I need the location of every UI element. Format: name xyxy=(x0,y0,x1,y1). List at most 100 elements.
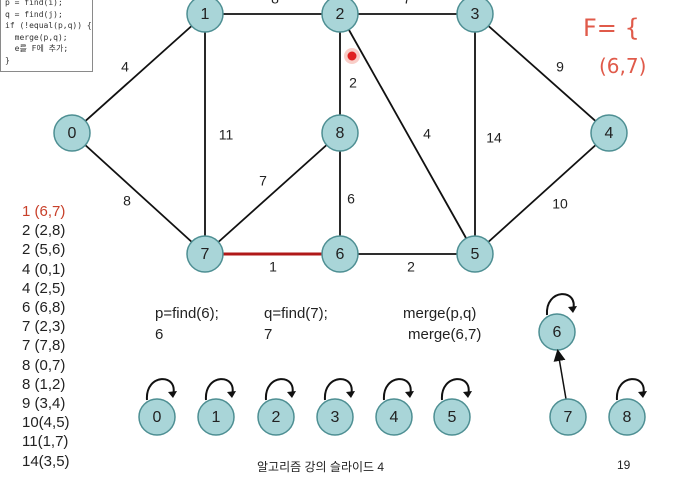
edge-weight: 9 xyxy=(556,59,564,75)
self-loop-arrowhead xyxy=(463,391,472,398)
graph-node-label: 2 xyxy=(336,6,345,23)
sorted-edge-list: 1 (6,7)2 (2,8)2 (5,6)4 (0,1)4 (2,5)6 (6,… xyxy=(22,202,70,471)
graph-node-8 xyxy=(321,114,359,152)
self-loop xyxy=(145,378,175,401)
edge-weight: 2 xyxy=(349,75,357,91)
self-loop xyxy=(615,378,645,401)
footer-title: 알고리즘 강의 슬라이드 4 xyxy=(257,460,385,474)
edge-list-item: 2 (5,6) xyxy=(22,241,66,259)
pointer-dot xyxy=(347,51,357,61)
edge-list-item: 8 (0,7) xyxy=(22,356,66,374)
self-loop-arrowhead xyxy=(405,391,414,398)
graph-node-4 xyxy=(590,114,628,152)
q-value: 7 xyxy=(264,326,273,343)
set-node-7 xyxy=(549,398,587,436)
edge-list-item: 10(4,5) xyxy=(22,414,70,432)
graph-node-1 xyxy=(186,0,224,33)
self-loop xyxy=(440,378,470,401)
self-loop-arrowhead xyxy=(346,391,355,398)
edge-weight: 6 xyxy=(347,191,355,207)
edge-weight: 2 xyxy=(407,259,415,275)
set-node-4 xyxy=(375,398,413,436)
set-node-3 xyxy=(316,398,354,436)
graph-node-2 xyxy=(321,0,359,33)
self-loop xyxy=(204,378,234,401)
set-node-label: 4 xyxy=(390,409,399,426)
self-loop-arrowhead xyxy=(168,391,177,398)
graph-node-label: 1 xyxy=(201,6,210,23)
set-node-2 xyxy=(257,398,295,436)
set-node-1 xyxy=(197,398,235,436)
self-loop xyxy=(382,378,412,401)
set-node-8 xyxy=(608,398,646,436)
merge-call: merge(6,7) xyxy=(408,326,482,343)
edge-list-item: 7 (7,8) xyxy=(22,337,66,355)
code-line: q = find(j); xyxy=(5,9,63,19)
edge-list-item: 6 (6,8) xyxy=(22,299,66,317)
pseudocode-box: p = find(i); q = find(j); if (!equal(p,q… xyxy=(0,0,93,72)
set-node-label: 2 xyxy=(272,409,281,426)
graph-node-label: 4 xyxy=(605,125,614,142)
graph-node-0 xyxy=(53,114,91,152)
edge-list-item: 1 (6,7) xyxy=(22,203,66,220)
edge-weight: 8 xyxy=(123,193,131,209)
set-node-label: 5 xyxy=(448,409,457,426)
set-node-label: 8 xyxy=(623,409,632,426)
set-node-0 xyxy=(138,398,176,436)
edge-weight: 1 xyxy=(269,259,277,275)
self-loop-arrowhead xyxy=(227,391,236,398)
edge-weight: 7 xyxy=(403,0,411,7)
p-value: 6 xyxy=(155,326,164,343)
edge-0-1 xyxy=(71,13,206,134)
edge-list-item: 2 (2,8) xyxy=(22,222,66,240)
graph-node-3 xyxy=(456,0,494,33)
edge-weight: 10 xyxy=(552,196,568,212)
code-line: merge(p,q); xyxy=(5,32,68,42)
set-node-label: 3 xyxy=(331,409,340,426)
set-node-5 xyxy=(433,398,471,436)
graph-node-label: 3 xyxy=(471,6,480,23)
self-loop xyxy=(264,378,294,401)
graph-node-7 xyxy=(186,235,224,273)
code-line: } xyxy=(5,55,10,65)
graph-node-label: 8 xyxy=(336,125,345,142)
graph-node-label: 5 xyxy=(471,246,480,263)
graph-node-label: 7 xyxy=(201,246,210,263)
merge-label: merge(p,q) xyxy=(403,305,477,322)
edge-list-item: 11(1,7) xyxy=(22,433,69,451)
self-loop-arrowhead xyxy=(287,391,296,398)
self-loop xyxy=(323,378,353,401)
edge-list-item: 4 (2,5) xyxy=(22,279,66,297)
graph-node-label: 6 xyxy=(336,246,345,263)
edge-2-5 xyxy=(339,13,476,255)
set-node-label: 0 xyxy=(153,409,162,426)
find-p-label: p=find(6); xyxy=(155,305,219,322)
edge-weight: 4 xyxy=(423,126,431,142)
page-number: 19 xyxy=(617,458,631,472)
edge-weight: 11 xyxy=(219,127,234,143)
edge-weight: 4 xyxy=(121,59,129,75)
graph-node-6 xyxy=(321,235,359,273)
graph-node-label: 0 xyxy=(68,125,77,142)
set-node-label: 6 xyxy=(553,324,562,341)
self-loop-arrowhead xyxy=(568,306,577,313)
code-line: e를 F에 추가; xyxy=(5,44,69,53)
set-node-label: 1 xyxy=(212,409,221,426)
self-loop-arrowhead xyxy=(638,391,647,398)
set-node-label: 7 xyxy=(564,409,573,426)
edge-7-8 xyxy=(204,132,341,255)
edge-3-4 xyxy=(474,13,610,134)
self-loop xyxy=(545,293,575,316)
handwritten-edge: (6,7) xyxy=(599,54,646,78)
handwritten-f-set: F= { xyxy=(583,14,640,42)
code-line: p = find(i); xyxy=(5,0,63,7)
edge-4-5 xyxy=(474,132,610,255)
edge-0-7 xyxy=(71,132,206,255)
edge-list-item: 14(3,5) xyxy=(22,452,70,470)
edge-list-item: 7 (2,3) xyxy=(22,318,66,336)
edge-weight: 7 xyxy=(259,173,267,189)
edge-weight: 8 xyxy=(271,0,279,7)
graph-node-5 xyxy=(456,235,494,273)
